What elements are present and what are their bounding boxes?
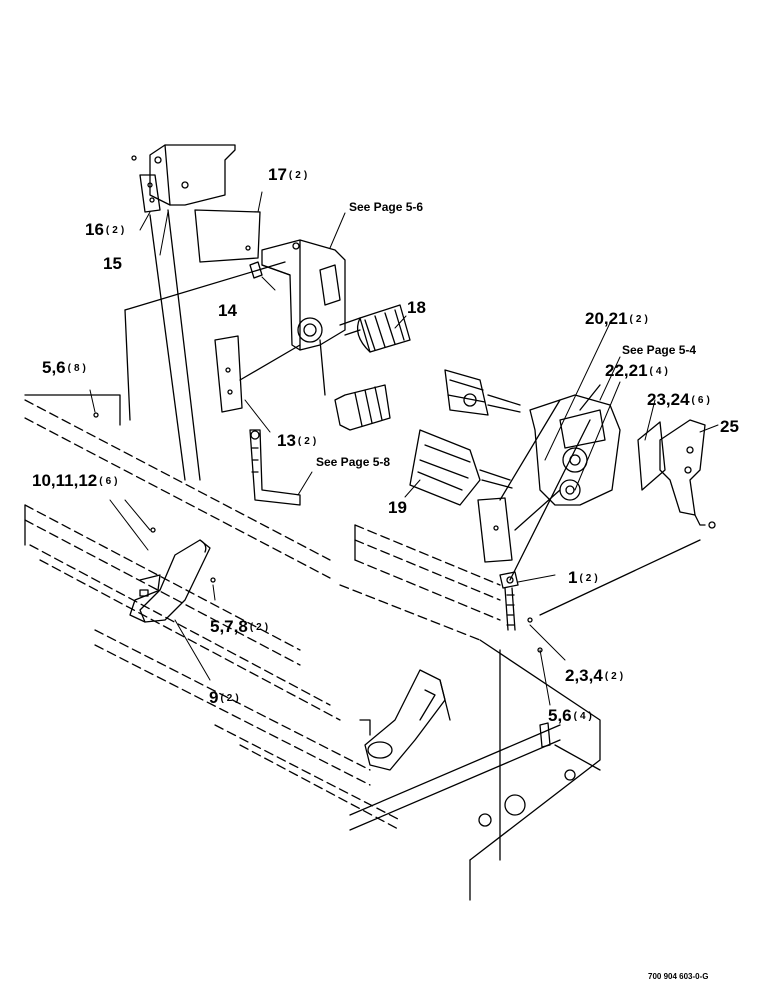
callout-19: 19 [388,498,407,517]
bracket-see-5-8 [249,429,301,506]
guide-lines-upper-left [124,209,286,481]
callout-9: 9(2) [209,688,242,707]
plate-item-23 [637,421,666,491]
callout-10-11-12: 10,11,12(6) [32,471,121,490]
callout-22-21: 22,21(4) [605,361,671,380]
callout-1: 1(2) [568,568,601,587]
frame-lower-right [349,524,601,901]
page-ref-5-4: See Page 5-4 [622,343,697,357]
plate-item-13 [214,335,301,413]
callout-5-6-four: 5,6(4) [548,706,595,725]
hardware-details [93,245,543,653]
page-ref-5-8: See Page 5-8 [316,455,391,469]
plate-under-roller [477,497,513,563]
callout-20-21: 20,21(2) [585,309,651,328]
roller-item-19 [409,429,513,506]
frame-beam-left-outline [24,394,121,546]
gearbox-upper [261,239,346,351]
bracket-lower-right [359,669,551,771]
page-ref-5-6: See Page 5-6 [349,200,424,214]
callout-14: 14 [218,301,237,320]
frame-rails-left [24,399,401,831]
roller-item-18 [339,304,411,353]
roller-lower-left-fragment [319,339,391,431]
guide-lines-right [499,384,701,616]
callout-16: 16(2) [85,220,128,239]
callout-13: 13(2) [277,431,320,450]
frame-rails-right [339,524,501,641]
roller-upper-right-fragment [444,369,521,416]
bracket-item-9 [129,539,211,623]
bracket-item-25 [659,419,716,529]
callout-15: 15 [103,254,122,273]
callout-2-3-4: 2,3,4(2) [565,666,627,685]
callout-5-7-8: 5,7,8(2) [210,617,272,636]
callout-18: 18 [407,298,426,317]
callout-23-24: 23,24(6) [647,390,713,409]
callout-25: 25 [720,417,739,436]
bracket-item-15 [131,144,236,213]
pin-item-14 [249,261,263,279]
leader-lines [89,191,719,706]
callout-17: 17(2) [268,165,311,184]
panel-item-17 [194,209,261,263]
drawing-code: 700 904 603-0-G [648,972,709,981]
callout-5-6-eight: 5,6(8) [42,358,89,377]
tension-bar-item-1 [499,571,519,631]
